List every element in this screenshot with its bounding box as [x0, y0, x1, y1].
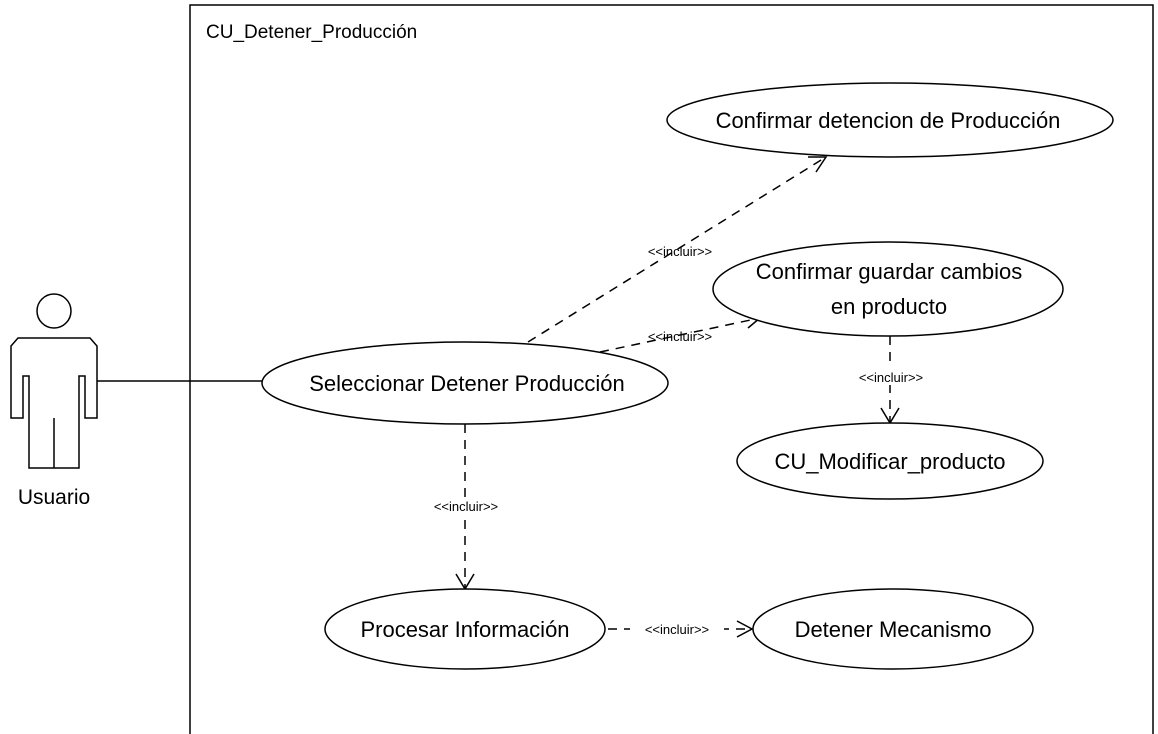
include-label: <<incluir>>: [648, 244, 712, 259]
use-case-procesar[interactable]: Procesar Información: [324, 588, 606, 670]
include-guardar-modificar: <<incluir>>: [842, 336, 940, 425]
include-label: <<incluir>>: [648, 329, 712, 344]
include-label: <<incluir>>: [645, 622, 709, 637]
include-label: <<incluir>>: [859, 370, 923, 385]
include-sel-confirmar-guardar: <<incluir>>: [599, 309, 762, 353]
actor-usuario[interactable]: Usuario: [10, 293, 98, 509]
system-name: CU_Detener_Producción: [206, 22, 417, 43]
actor-head: [36, 293, 72, 329]
include-sel-procesar: <<incluir>>: [418, 424, 516, 591]
include-procesar-detener: <<incluir>>: [608, 620, 754, 638]
include-sel-confirmar-detencion: <<incluir>>: [527, 156, 828, 343]
use-case-confirmar-guardar[interactable]: Confirmar guardar cambios en producto: [712, 241, 1064, 337]
use-case-label: Confirmar detencion de Producción: [716, 108, 1061, 133]
use-case-label: CU_Modificar_producto: [774, 449, 1005, 474]
use-case-modificar[interactable]: CU_Modificar_producto: [736, 422, 1044, 500]
use-case-detener-mecanismo[interactable]: Detener Mecanismo: [752, 588, 1034, 670]
use-case-label-line1: Confirmar guardar cambios: [756, 259, 1023, 284]
use-case-confirmar-detencion[interactable]: Confirmar detencion de Producción: [666, 82, 1114, 158]
use-case-label: Detener Mecanismo: [795, 617, 992, 642]
use-case-seleccionar[interactable]: Seleccionar Detener Producción: [261, 341, 669, 425]
use-case-label: Procesar Información: [360, 617, 569, 642]
actor-name: Usuario: [18, 486, 90, 509]
use-case-label: Seleccionar Detener Producción: [309, 371, 625, 396]
actor-body: [10, 337, 98, 469]
system-boundary: [189, 4, 1154, 734]
use-case-label-line2: en producto: [831, 294, 947, 319]
include-label: <<incluir>>: [434, 499, 498, 514]
